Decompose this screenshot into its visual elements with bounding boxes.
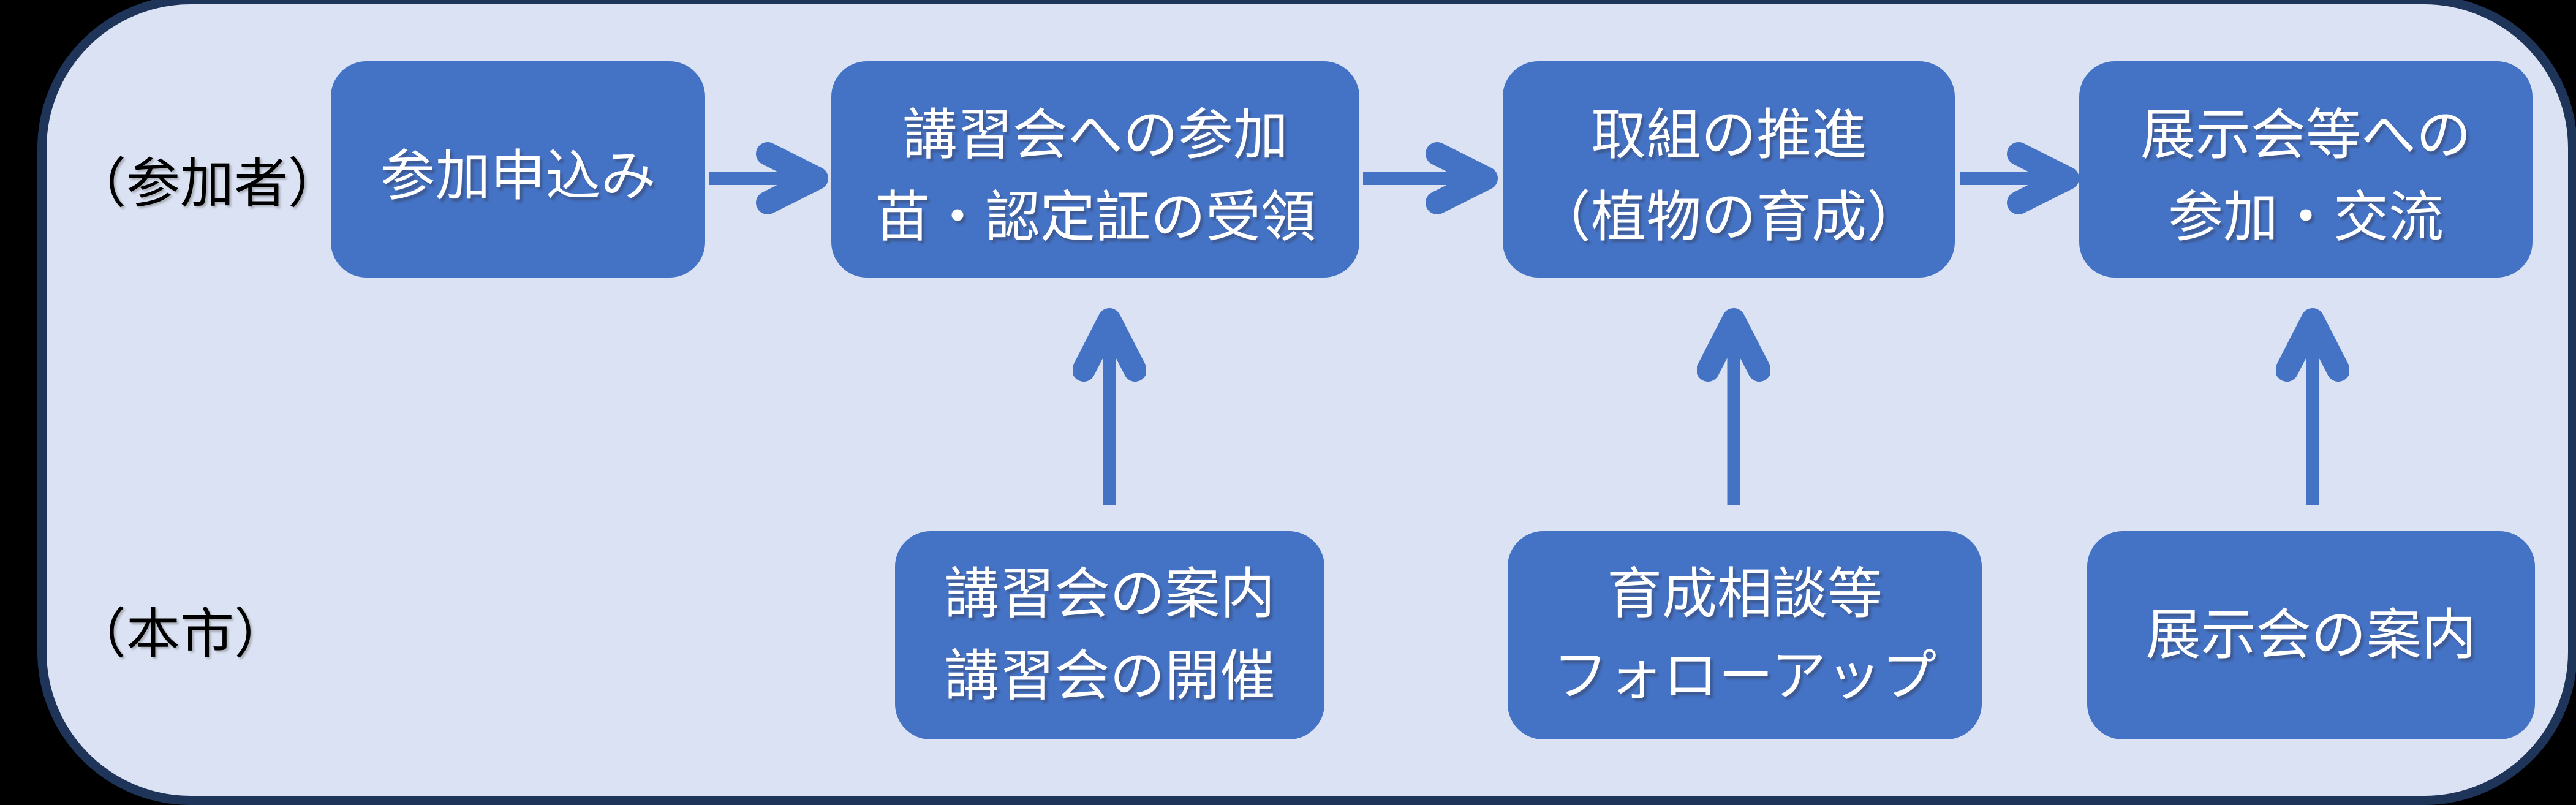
arrow-up-icon xyxy=(1073,308,1146,505)
flow-box-workshop-guidance-line1: 講習会の案内 xyxy=(944,562,1275,626)
arrow-right-icon xyxy=(709,142,828,214)
flow-box-exhibition-guidance-line1: 展示会の案内 xyxy=(2145,603,2477,667)
arrow-right-icon xyxy=(1363,142,1498,214)
flow-box-followup-line2: フォローアップ xyxy=(1552,644,1937,708)
flow-box-exhibition-participation: 展示会等への 参加・交流 xyxy=(2079,61,2533,278)
arrow-right-icon xyxy=(1960,142,2079,214)
flow-box-workshop-participation-line2: 苗・認定証の受領 xyxy=(875,184,1316,249)
flow-box-exhibition-participation-line2: 参加・交流 xyxy=(2168,184,2444,249)
flow-box-initiative-promotion: 取組の推進 （植物の育成） xyxy=(1503,61,1955,278)
flow-box-workshop-participation: 講習会への参加 苗・認定証の受領 xyxy=(831,61,1359,278)
flow-box-initiative-promotion-line2: （植物の育成） xyxy=(1536,184,1922,249)
flow-box-followup: 育成相談等 フォローアップ xyxy=(1508,531,1982,739)
flow-box-apply: 参加申込み xyxy=(331,61,705,278)
arrow-up-icon xyxy=(1697,308,1770,505)
row-label-city: （本市） xyxy=(72,602,289,665)
flow-box-exhibition-participation-line1: 展示会等への xyxy=(2140,102,2471,167)
flow-box-initiative-promotion-line1: 取組の推進 xyxy=(1591,102,1867,167)
flow-box-followup-line1: 育成相談等 xyxy=(1607,562,1883,626)
flow-box-workshop-guidance: 講習会の案内 講習会の開催 xyxy=(895,531,1324,739)
flow-box-workshop-guidance-line2: 講習会の開催 xyxy=(944,644,1275,708)
row-label-participants: （参加者） xyxy=(72,152,342,215)
flow-box-apply-line1: 参加申込み xyxy=(380,143,656,208)
flow-box-workshop-participation-line1: 講習会への参加 xyxy=(902,102,1288,167)
flow-box-exhibition-guidance: 展示会の案内 xyxy=(2087,531,2535,739)
arrow-up-icon xyxy=(2276,308,2349,505)
